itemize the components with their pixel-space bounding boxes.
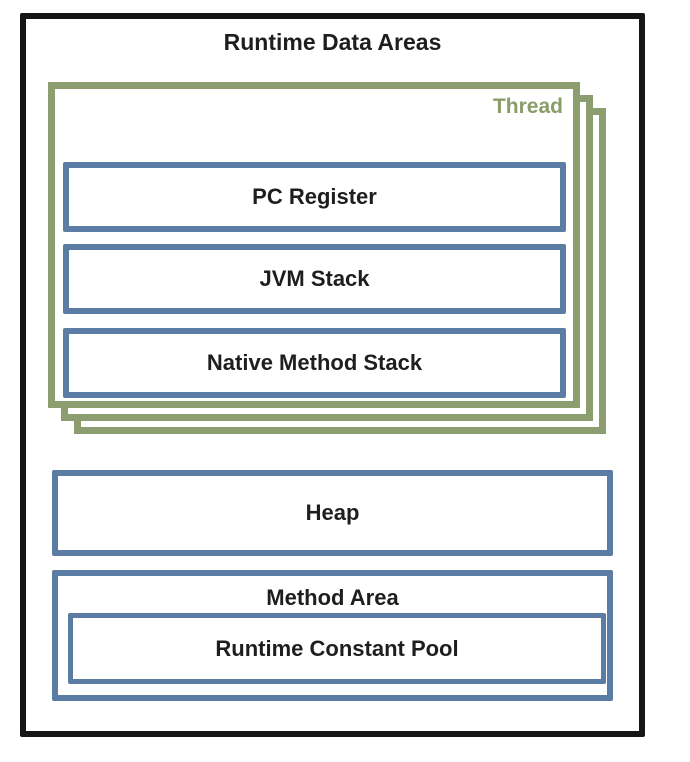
heap-label: Heap bbox=[305, 500, 360, 525]
runtime-data-areas-frame: Runtime Data Areas Thread PC Register JV… bbox=[20, 13, 645, 737]
runtime-constant-pool-label: Runtime Constant Pool bbox=[215, 635, 459, 661]
thread-label: Thread bbox=[492, 95, 563, 118]
pc-register-box: PC Register bbox=[63, 162, 566, 232]
thread-box: Thread PC Register JVM Stack Native Meth… bbox=[48, 82, 580, 408]
method-area-box: Method Area Runtime Constant Pool bbox=[52, 570, 613, 701]
heap-box: Heap bbox=[52, 470, 613, 556]
pc-register-label: PC Register bbox=[252, 184, 377, 209]
jvm-stack-label: JVM Stack bbox=[259, 266, 370, 291]
diagram-title: Runtime Data Areas bbox=[223, 29, 442, 55]
method-area-label: Method Area bbox=[266, 585, 399, 610]
native-method-stack-box: Native Method Stack bbox=[63, 328, 566, 398]
runtime-constant-pool-box: Runtime Constant Pool bbox=[68, 613, 606, 684]
native-method-stack-label: Native Method Stack bbox=[206, 350, 423, 375]
jvm-stack-box: JVM Stack bbox=[63, 244, 566, 314]
